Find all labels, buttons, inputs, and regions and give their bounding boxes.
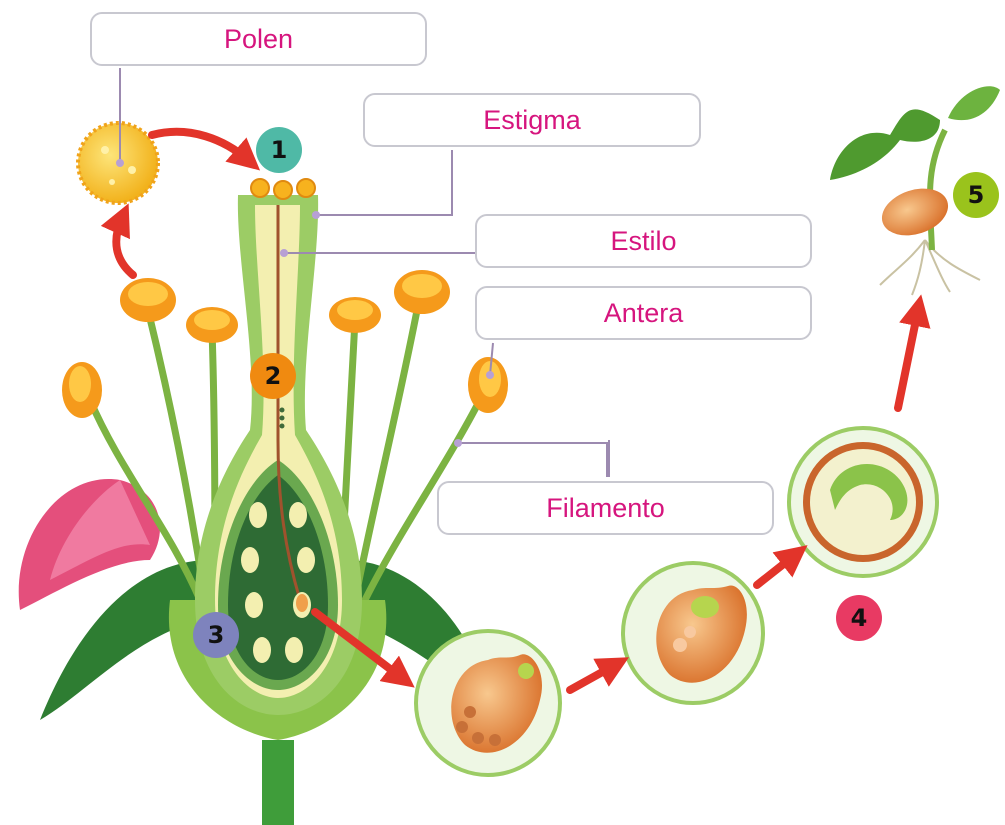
stem — [262, 740, 294, 825]
label-polen: Polen — [90, 12, 427, 66]
stigma-pollen — [251, 179, 315, 199]
label-antera-text: Antera — [604, 298, 684, 329]
style-dots — [280, 408, 285, 429]
fertilized-ovule — [296, 594, 308, 612]
label-filamento-text: Filamento — [546, 493, 665, 524]
seed-stage-1 — [416, 631, 560, 775]
label-estigma-text: Estigma — [483, 105, 581, 136]
label-polen-text: Polen — [224, 24, 293, 55]
label-filamento: Filamento — [437, 481, 774, 535]
seed-stage-3 — [789, 428, 937, 576]
step-badge-3: 3 — [193, 612, 239, 658]
step-badge-2: 2 — [250, 353, 296, 399]
label-estilo: Estilo — [475, 214, 812, 268]
label-estigma: Estigma — [363, 93, 701, 147]
label-antera: Antera — [475, 286, 812, 340]
label-estilo-text: Estilo — [610, 226, 676, 257]
step-badge-5: 5 — [953, 172, 999, 218]
step-badge-1: 1 — [256, 127, 302, 173]
seed-stage-2 — [623, 563, 763, 703]
step-badge-4: 4 — [836, 595, 882, 641]
